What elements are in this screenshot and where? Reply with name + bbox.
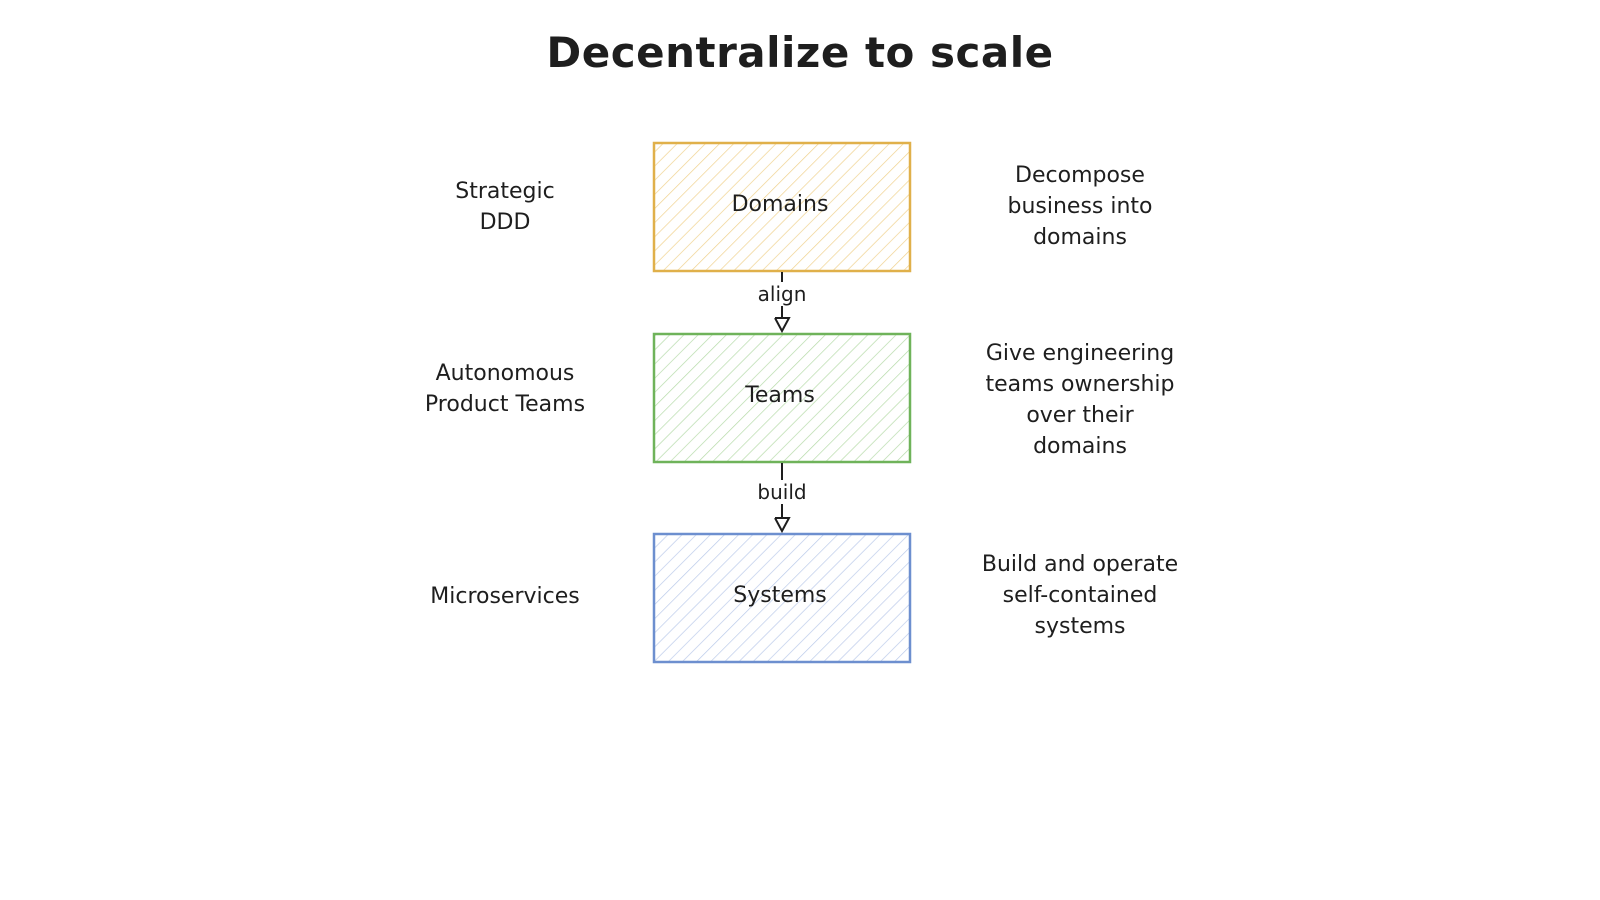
edge-label-build: build: [742, 480, 822, 504]
systems-box-label: Systems: [733, 583, 827, 608]
right-label-ownership: Give engineering teams ownership over th…: [985, 341, 1175, 459]
systems-box: [652, 532, 912, 664]
left-label-strategic-ddd: Strategic DDD: [455, 179, 555, 235]
right-label-decompose: Decompose business into domains: [1007, 163, 1153, 250]
diagram-title: Decentralize to scale: [546, 28, 1054, 77]
left-label-microservices: Microservices: [430, 584, 580, 609]
left-label-autonomous-teams: Autonomous Product Teams: [424, 361, 586, 417]
teams-box: [652, 332, 912, 464]
domains-box-label: Domains: [731, 192, 829, 217]
edge-label-align: align: [742, 282, 822, 306]
teams-box-label: Teams: [745, 383, 815, 408]
domains-box: [652, 141, 912, 273]
right-label-build-operate: Build and operate self-contained systems: [981, 552, 1179, 639]
